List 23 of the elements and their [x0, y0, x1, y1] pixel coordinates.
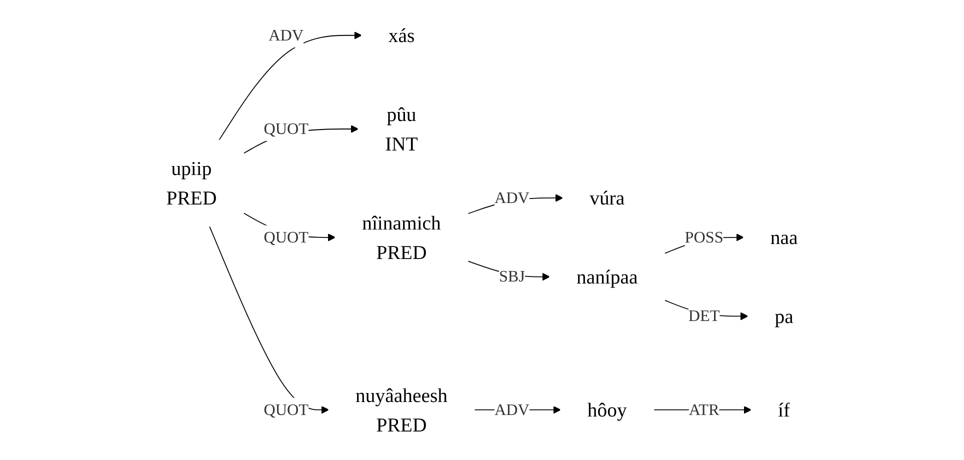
edge-label: ATR [688, 400, 720, 418]
node-text: nuyâaheesh PRED [356, 384, 448, 436]
node-text: vúra [590, 186, 625, 210]
edge-label: ADV [494, 400, 530, 418]
arrow [218, 31, 362, 141]
node-text: upiip PRED [166, 157, 217, 210]
edge-label: QUOT [264, 400, 309, 418]
edge-label: POSS [684, 228, 724, 246]
edge-label: SBJ [498, 267, 525, 286]
node-text: pa [774, 305, 794, 328]
edge-label: QUOT [264, 228, 309, 246]
node-text: naa [770, 226, 798, 249]
edge-label: QUOT [264, 120, 309, 138]
node-text: xás [388, 24, 415, 47]
node-text: nîinamich PRED [362, 211, 441, 264]
node-text: pûu INT [385, 103, 418, 155]
arrow [209, 226, 330, 414]
edge-label: ADV [268, 26, 304, 44]
edge-label: ADV [494, 188, 530, 206]
node-text: hôoy [587, 398, 627, 422]
node-text: nanípaa [576, 266, 638, 288]
node-text: íf [778, 398, 790, 422]
edge-label: DET [688, 306, 720, 325]
